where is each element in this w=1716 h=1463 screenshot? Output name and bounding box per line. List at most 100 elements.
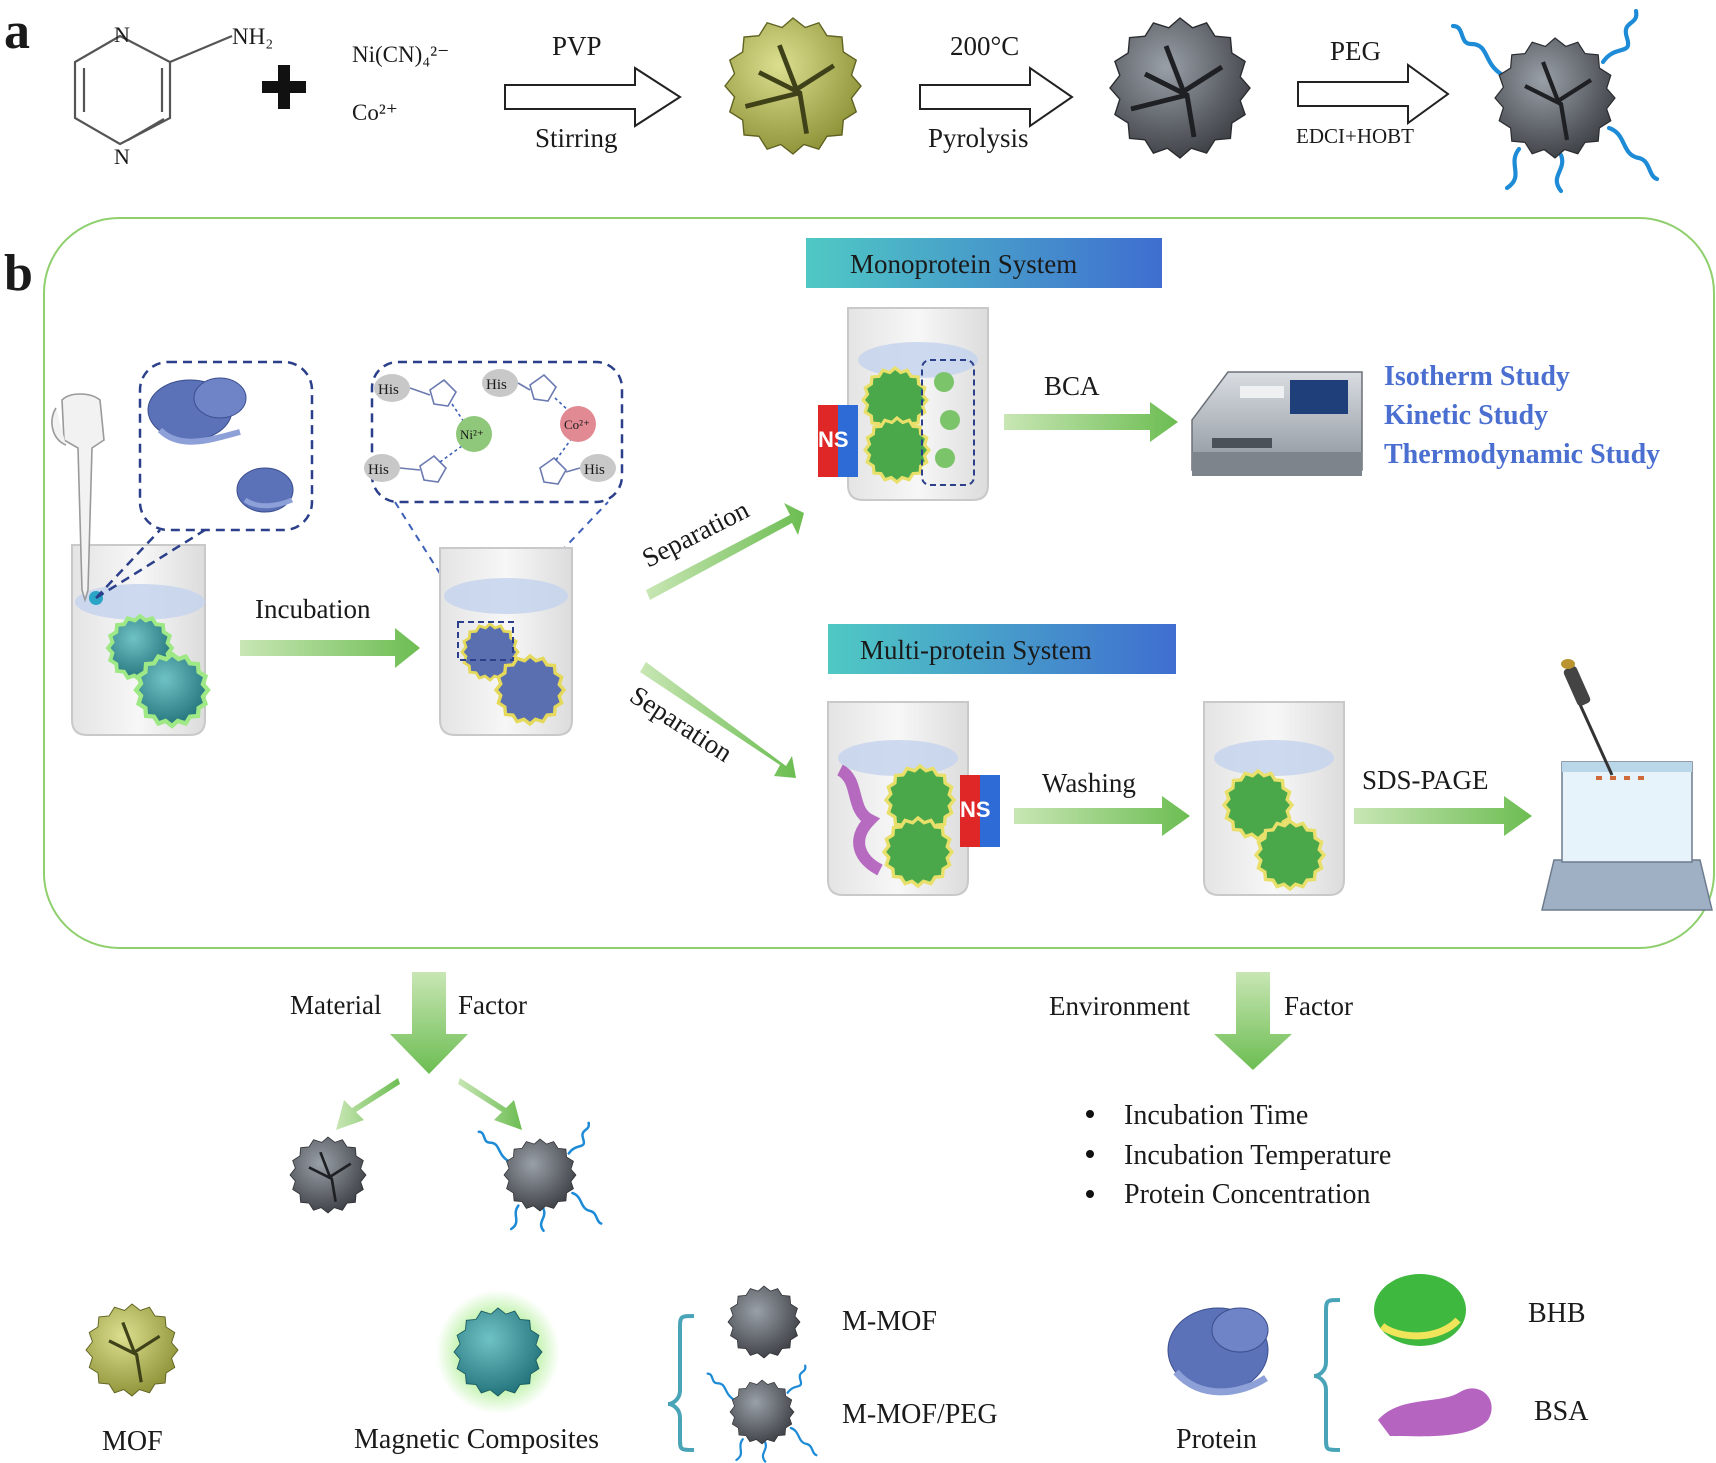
monoprotein-title: Monoprotein System: [850, 249, 1077, 279]
separation-label-top: Separation: [637, 494, 754, 573]
his-group: His: [482, 369, 518, 397]
step1-arrow: [504, 66, 682, 128]
amine-group: NH₂: [232, 24, 273, 49]
m-mof-particle: [1110, 18, 1250, 158]
m-mof-peg-particle: [477, 1123, 603, 1233]
plate-reader-icon: [1191, 371, 1363, 476]
his-group: His: [364, 454, 400, 482]
environment-factor-label: Factor: [1284, 991, 1353, 1021]
isotherm-study: Isotherm Study: [1384, 361, 1570, 392]
zoom-line: [95, 529, 161, 599]
svg-text:Ni²⁺: Ni²⁺: [460, 427, 484, 442]
legend-protein-cartoon: [1167, 1307, 1269, 1396]
legend-m-mof-peg-particle: [706, 1366, 818, 1463]
washing-arrow: [1014, 796, 1190, 836]
svg-text:Co²⁺: Co²⁺: [564, 417, 590, 432]
environment-label: Environment: [1049, 991, 1190, 1021]
cobalt-ion: Co²⁺: [560, 406, 596, 442]
coordination-bonds: [439, 397, 573, 463]
protein-cartoon-small: [236, 467, 294, 513]
factor-incubation-time: Incubation Time: [1124, 1100, 1308, 1131]
incubation-arrow: [240, 628, 420, 668]
incubation-label: Incubation: [255, 594, 371, 624]
mof-particle-yellow: [725, 18, 861, 154]
svg-text:His: His: [486, 377, 507, 393]
panel-b-label: b: [4, 245, 33, 302]
legend-protein-label: Protein: [1176, 1424, 1257, 1455]
factor-protein-concentration: Protein Concentration: [1124, 1179, 1371, 1210]
m-mof-particle: [290, 1137, 366, 1213]
pipette-icon: [51, 393, 105, 603]
magnet-icon: NS: [960, 775, 1000, 847]
legend-mof-particle: [86, 1304, 178, 1396]
svg-text:His: His: [368, 462, 389, 478]
sds-page-arrow: [1354, 796, 1532, 836]
zoom-line: [95, 528, 206, 600]
step2-condition: Pyrolysis: [928, 123, 1029, 153]
legend-m-mof-particle: [728, 1286, 800, 1358]
coordination-zoom-box: [370, 360, 624, 504]
step2-arrow: [919, 66, 1074, 128]
ring-n-bottom: N: [114, 144, 130, 169]
washing-label: Washing: [1042, 768, 1136, 798]
legend-bhb-protein: [1374, 1274, 1466, 1346]
sds-page-label: SDS-PAGE: [1362, 765, 1489, 795]
legend-magnetic-composites-label: Magnetic Composites: [354, 1424, 599, 1455]
m-mof-peg-particle: [1453, 11, 1657, 191]
magnet-icon: NS: [818, 405, 858, 477]
plus-icon: [262, 65, 306, 109]
bca-arrow: [1004, 402, 1178, 442]
reagent-cobalt: Co²⁺: [352, 100, 398, 125]
monoprotein-banner: [806, 238, 1162, 288]
step3-arrow: [1297, 63, 1450, 125]
legend-m-mof-label: M-MOF: [842, 1306, 937, 1337]
panel-b-frame: [43, 217, 1715, 949]
material-label: Material: [290, 990, 381, 1020]
bca-label: BCA: [1044, 371, 1100, 401]
step1-reagent: PVP: [552, 31, 602, 61]
legend-bracket: [667, 1314, 695, 1452]
branch-arrow-left: [336, 1078, 400, 1130]
legend-bracket: [1313, 1298, 1341, 1452]
svg-text:His: His: [584, 462, 605, 478]
legend-bsa-protein: [1378, 1388, 1492, 1437]
environment-factor-arrow: [1214, 972, 1292, 1070]
reagent-nickel-cyanide: Ni(CN)₄²⁻: [352, 42, 449, 67]
zoom-line: [394, 501, 469, 619]
separation-arrow-up: [646, 503, 804, 600]
ring-n-top: N: [114, 22, 130, 47]
legend-mof-label: MOF: [102, 1426, 163, 1457]
multi-protein-title: Multi-protein System: [860, 635, 1092, 665]
svg-text:His: His: [378, 382, 399, 398]
bullet-icon: [1086, 1110, 1094, 1118]
bullet-icon: [1086, 1190, 1094, 1198]
multi-protein-banner: [828, 624, 1176, 674]
aminopyrazine-structure: [73, 34, 233, 146]
his-group: His: [580, 454, 616, 482]
step3-reagent: PEG: [1330, 36, 1381, 66]
imidazole-rings: [399, 373, 581, 485]
step2-temperature: 200°C: [950, 31, 1019, 61]
svg-text:NS: NS: [818, 427, 849, 452]
incubation-beaker: [71, 544, 208, 735]
monoprotein-beaker: [847, 307, 989, 501]
gel-electrophoresis-icon: [1541, 659, 1713, 911]
washed-beaker: [1203, 701, 1345, 895]
legend-magnetic-composite-particle: [436, 1290, 560, 1414]
factor-incubation-temperature: Incubation Temperature: [1124, 1140, 1391, 1171]
adsorption-beaker: [439, 547, 572, 735]
step3-condition: EDCI+HOBT: [1296, 124, 1414, 148]
material-factor-label: Factor: [458, 990, 527, 1020]
svg-text:NS: NS: [960, 797, 991, 822]
panel-a-label: a: [4, 3, 30, 60]
separation-arrow-down: [640, 662, 796, 778]
step1-condition: Stirring: [535, 123, 618, 153]
nickel-ion: Ni²⁺: [456, 416, 492, 452]
branch-arrow-right: [458, 1078, 522, 1130]
his-group: His: [374, 374, 410, 402]
legend-bsa-label: BSA: [1534, 1396, 1589, 1427]
thermodynamic-study: Thermodynamic Study: [1384, 439, 1660, 470]
legend-bhb-label: BHB: [1528, 1298, 1586, 1329]
bullet-icon: [1086, 1150, 1094, 1158]
